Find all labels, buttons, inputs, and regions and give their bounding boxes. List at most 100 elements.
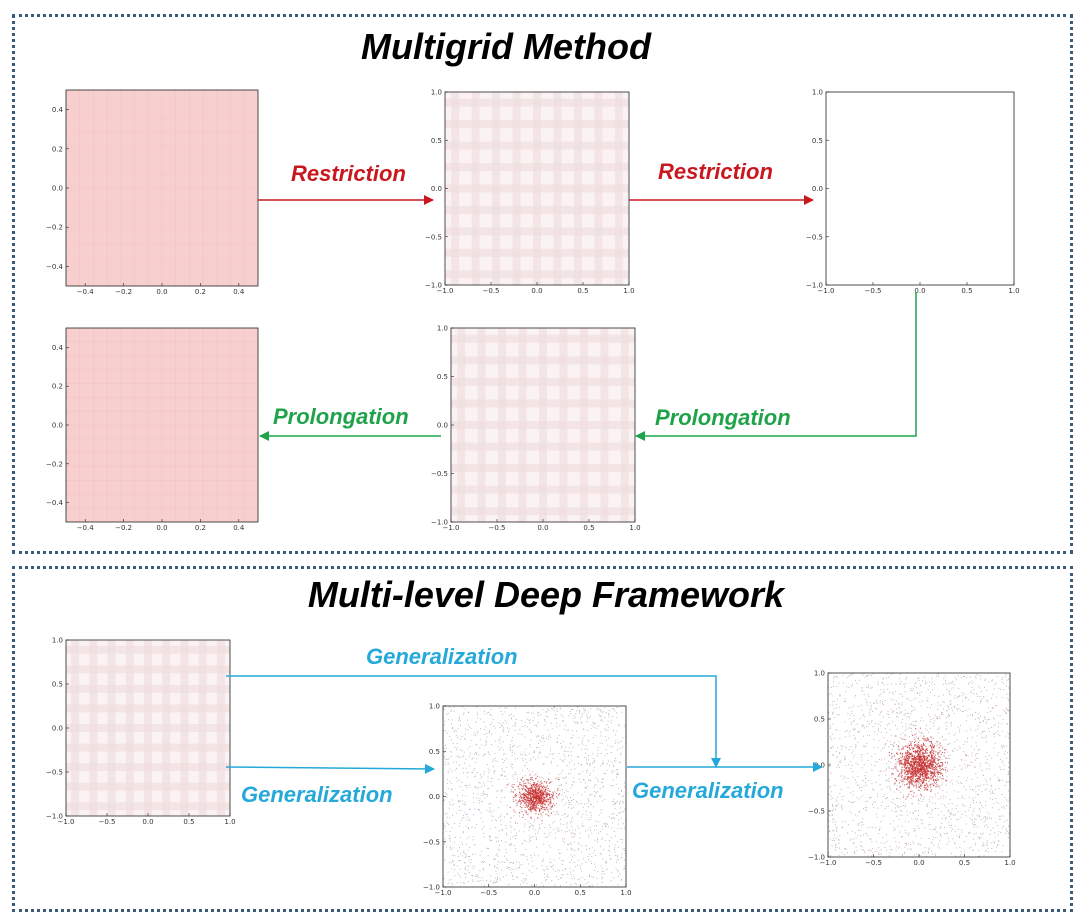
plot-prolonged-fine-grid-xtick-label: −0.4: [77, 524, 95, 532]
plot-prolonged-medium-grid-ytick-label: −0.5: [431, 470, 448, 478]
plot-medium-grid-xtick-label: −1.0: [437, 287, 454, 295]
plot-fine-grid: −0.4 −0.4 −0.2 −0.2 0.0 0.0 0.2 0.2 0.4 0.4: [46, 89, 259, 296]
plot-prolonged-medium-grid-ytick-label: 0.5: [437, 373, 448, 381]
plot-medium-grid-xtick-label: 0.0: [531, 287, 542, 295]
plot-coarse-grid-ytick-label: 1.0: [812, 89, 823, 97]
plot-prolonged-medium-grid-xtick-label: 0.5: [583, 524, 594, 532]
generalization-label-left: Generalization: [241, 782, 393, 807]
plot-prolonged-medium-grid-xtick-label: 1.0: [629, 524, 640, 532]
plot-prolonged-fine-grid-xtick-label: 0.2: [195, 524, 206, 532]
plot-framework-mid-xtick-label: 0.0: [529, 889, 540, 897]
plot-prolonged-medium-grid-ytick-label: 1.0: [437, 325, 448, 333]
plot-framework-input: −1.0−1.0 −0.5 −0.5 0.0 0.0 0.5 0.5 1.0 1.0: [46, 637, 236, 827]
plot-prolonged-fine-grid-ytick-label: 0.0: [52, 422, 63, 430]
plot-framework-mid-ytick-label: −1.0: [423, 884, 440, 892]
plot-framework-mid-ytick-label: 1.0: [429, 703, 440, 711]
plot-framework-output-xtick-label: 0.5: [959, 859, 970, 867]
plot-medium-grid-ytick-label: −0.5: [425, 233, 442, 241]
plot-framework-input-xtick-label: −0.5: [99, 818, 116, 826]
plot-medium-grid-xtick-label: −0.5: [483, 287, 500, 295]
multigrid-title: Multigrid Method: [361, 26, 651, 67]
plot-fine-grid-ytick-label: −0.2: [46, 224, 63, 232]
prolongation-label-1: Prolongation: [273, 404, 409, 429]
framework-title: Multi-level Deep Framework: [307, 574, 785, 615]
plot-framework-mid-xtick-label: 0.5: [575, 889, 586, 897]
plot-framework-input-ytick-label: 1.0: [52, 637, 63, 645]
plot-prolonged-medium-grid: −1.0−1.0 −0.5 −0.5 0.0 0.0 0.5 0.5 1.0 1.0: [431, 325, 641, 533]
plot-fine-grid-ytick-label: 0.0: [52, 185, 63, 193]
plot-coarse-grid-xtick-label: 0.5: [961, 287, 972, 295]
plot-prolonged-medium-grid-ytick-label: −1.0: [431, 519, 448, 527]
plot-framework-mid-ytick-label: −0.5: [423, 838, 440, 846]
plot-medium-grid-xtick-label: 1.0: [623, 287, 634, 295]
plot-framework-input-xtick-label: −1.0: [58, 818, 75, 826]
plot-fine-grid-xtick-label: 0.2: [195, 288, 206, 296]
plot-prolonged-fine-grid-xtick-label: 0.4: [233, 524, 245, 532]
plot-medium-grid-xtick-label: 0.5: [577, 287, 588, 295]
plot-prolonged-fine-grid-ytick-label: 0.4: [52, 344, 64, 352]
plot-prolonged-fine-grid-ytick-label: 0.2: [52, 383, 63, 391]
multigrid-panel: [12, 14, 1073, 554]
plot-coarse-grid-field: [826, 92, 1014, 285]
restriction-label-1: Restriction: [291, 161, 406, 186]
plot-framework-input-xtick-label: 0.0: [142, 818, 153, 826]
plot-framework-input-ytick-label: −0.5: [46, 769, 63, 777]
plot-prolonged-fine-grid-xtick-label: −0.2: [115, 524, 132, 532]
plot-prolonged-medium-grid-xtick-label: −1.0: [443, 524, 460, 532]
plot-coarse-grid-xtick-label: 1.0: [1008, 287, 1019, 295]
plot-prolonged-medium-grid-xtick-label: −0.5: [489, 524, 506, 532]
plot-framework-input-xtick-label: 1.0: [224, 818, 235, 826]
plot-framework-mid-ytick-label: 0.5: [429, 748, 440, 756]
plot-coarse-grid-xtick-label: 0.0: [914, 287, 925, 295]
plot-framework-mid-xtick-label: −1.0: [435, 889, 452, 897]
plot-framework-output-xtick-label: 0.0: [913, 859, 924, 867]
plot-coarse-grid-ytick-label: 0.0: [812, 185, 823, 193]
plot-fine-grid-ytick-label: 0.4: [52, 106, 64, 114]
plot-fine-grid-xtick-label: 0.4: [233, 288, 245, 296]
plot-framework-output-ytick-label: 1.0: [814, 670, 825, 678]
plot-framework-input-ytick-label: 0.5: [52, 681, 63, 689]
plot-medium-grid-ytick-label: −1.0: [425, 282, 442, 290]
plot-framework-mid-ytick-label: 0.0: [429, 793, 440, 801]
plot-framework-input-xtick-label: 0.5: [183, 818, 194, 826]
prolongation-arrow-1: [635, 292, 917, 441]
plot-prolonged-fine-grid: −0.4 −0.4 −0.2 −0.2 0.0 0.0 0.2 0.2 0.4 0.4: [46, 327, 259, 532]
restriction-label-2: Restriction: [658, 159, 773, 184]
generalization-label-right: Generalization: [632, 778, 784, 803]
plot-framework-output-xtick-label: 1.0: [1004, 859, 1015, 867]
plot-prolonged-fine-grid-ytick-label: −0.2: [46, 460, 63, 468]
prolongation-label-2: Prolongation: [655, 405, 791, 430]
plot-fine-grid-ytick-label: −0.4: [46, 263, 64, 271]
plot-prolonged-fine-grid-xtick-label: 0.0: [156, 524, 167, 532]
plot-fine-grid-xtick-label: −0.2: [115, 288, 132, 296]
plot-medium-grid-ytick-label: 0.5: [431, 137, 442, 145]
generalization-arrow-1: [225, 763, 435, 774]
plot-framework-mid-xtick-label: −0.5: [480, 889, 497, 897]
plot-fine-grid-xtick-label: −0.4: [77, 288, 95, 296]
plot-coarse-grid-ytick-label: 0.5: [812, 137, 823, 145]
plot-framework-output-ytick-label: −1.0: [808, 854, 825, 862]
framework-panel: [12, 566, 1073, 912]
plot-framework-output-ytick-label: 0.5: [814, 716, 825, 724]
plot-framework-output-xtick-label: −0.5: [865, 859, 882, 867]
plot-prolonged-medium-grid-xtick-label: 0.0: [537, 524, 548, 532]
plot-framework-output-xtick-label: −1.0: [820, 859, 837, 867]
generalization-arrow-skip: [226, 675, 721, 768]
plot-framework-output-ytick-label: −0.5: [808, 808, 825, 816]
plot-framework-input-ytick-label: −1.0: [46, 813, 63, 821]
plot-fine-grid-ytick-label: 0.2: [52, 145, 63, 153]
plot-framework-input-ytick-label: 0.0: [52, 725, 63, 733]
plot-prolonged-fine-grid-ytick-label: −0.4: [46, 499, 64, 507]
plot-coarse-grid-ytick-label: −1.0: [806, 282, 823, 290]
generalization-label-top: Generalization: [366, 644, 518, 669]
plot-framework-mid: −1.0−1.0 −0.5 −0.5 0.0 0.0 0.5 0.5 1.0 1.0: [423, 703, 632, 898]
plot-coarse-grid-xtick-label: −0.5: [865, 287, 882, 295]
plot-fine-grid-xtick-label: 0.0: [156, 288, 167, 296]
plot-coarse-grid-xtick-label: −1.0: [818, 287, 835, 295]
plot-framework-mid-xtick-label: 1.0: [620, 889, 631, 897]
plot-prolonged-medium-grid-ytick-label: 0.0: [437, 422, 448, 430]
plot-medium-grid-ytick-label: 1.0: [431, 89, 442, 97]
